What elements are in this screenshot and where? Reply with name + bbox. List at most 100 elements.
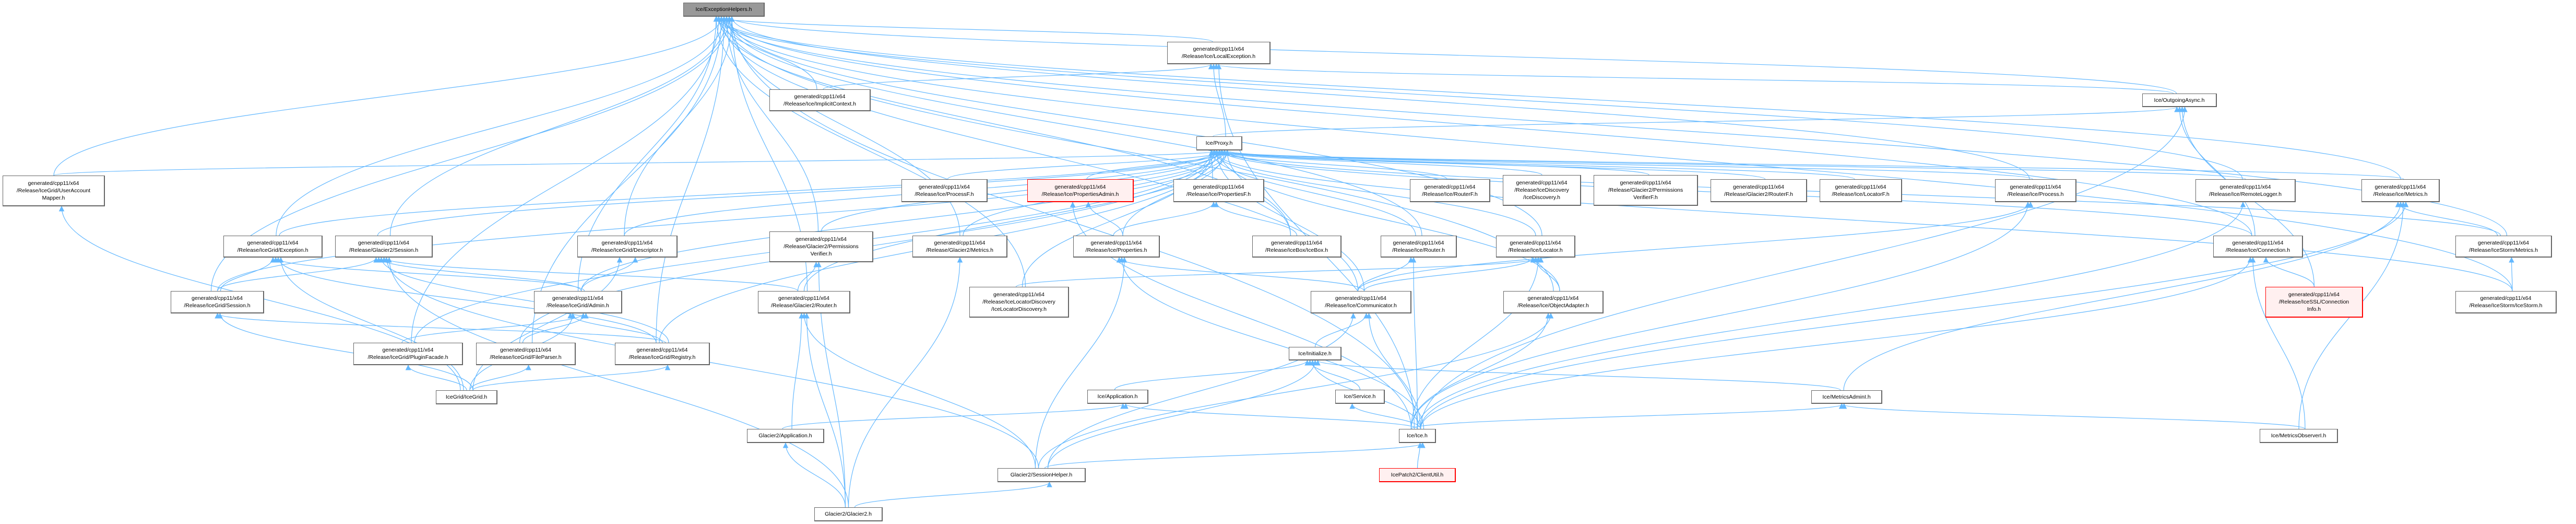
node-ild[interactable]: generated/cpp11/x64 /Release/IceLocatorD… xyxy=(969,287,1069,318)
edge-sessionhelper-to-ice xyxy=(1044,442,1426,469)
node-outasync[interactable]: Ice/OutgoingAsync.h xyxy=(2142,94,2217,107)
edge-router-to-eh xyxy=(723,16,1422,236)
edge-ice-to-remotelogger xyxy=(1417,201,2246,429)
edge-sessionhelper-to-g2router xyxy=(801,312,1036,469)
node-propf[interactable]: generated/cpp11/x64 /Release/Ice/Propert… xyxy=(1173,179,1264,202)
edge-registry-to-igsession xyxy=(215,312,666,343)
edge-glacier2-to-g2router xyxy=(804,312,846,508)
edge-ice-to-service xyxy=(1349,403,1421,429)
node-g2router[interactable]: generated/cpp11/x64 /Release/Glacier2/Ro… xyxy=(758,291,850,313)
edge-metricsadmin-to-initialize xyxy=(1315,359,1841,391)
edge-g2session-to-proxy xyxy=(377,149,1222,236)
node-sessionhelper[interactable]: Glacier2/SessionHelper.h xyxy=(998,468,1086,482)
edge-locator-to-eh xyxy=(726,16,1542,236)
node-objadapter[interactable]: generated/cpp11/x64 /Release/Ice/ObjectA… xyxy=(1503,291,1604,313)
node-g2routerf[interactable]: generated/cpp11/x64 /Release/Glacier2/Ro… xyxy=(1711,179,1807,202)
edge-g2app-to-g2router xyxy=(791,312,804,429)
edge-outasync-to-localexc xyxy=(1214,63,2174,94)
node-communicator[interactable]: generated/cpp11/x64 /Release/Ice/Communi… xyxy=(1311,291,1411,313)
node-locator[interactable]: generated/cpp11/x64 /Release/Ice/Locator… xyxy=(1496,236,1575,258)
edge-icestorm-to-ismetrics xyxy=(2509,257,2514,292)
node-application[interactable]: Ice/Application.h xyxy=(1087,390,1148,404)
edge-g2session-to-eh xyxy=(389,16,730,236)
edge-properties-to-propadmin xyxy=(1085,201,1123,236)
edge-communicator-to-locator xyxy=(1363,257,1536,292)
node-g2app[interactable]: Glacier2/Application.h xyxy=(747,429,824,443)
node-implctx[interactable]: generated/cpp11/x64 /Release/Ice/Implici… xyxy=(769,89,871,111)
node-glacier2[interactable]: Glacier2/Glacier2.h xyxy=(814,507,883,521)
node-sslci[interactable]: generated/cpp11/x64 /Release/IceSSL/Conn… xyxy=(2265,287,2363,318)
edge-outasync-to-eh xyxy=(727,16,2177,94)
edge-uam-to-proxy xyxy=(53,149,1225,176)
node-eh[interactable]: Ice/ExceptionHelpers.h xyxy=(683,3,765,17)
node-metricsadmin[interactable]: Ice/MetricsAdminI.h xyxy=(1811,390,1882,404)
node-admin[interactable]: generated/cpp11/x64 /Release/IceGrid/Adm… xyxy=(534,291,622,313)
edge-icebox-to-propf xyxy=(1213,201,1298,236)
edge-admin-to-g2session xyxy=(376,257,582,292)
edge-icemetrics-to-proxy xyxy=(1212,149,2404,180)
edge-ice-to-properties xyxy=(1119,257,1424,429)
edge-registry-to-igexc xyxy=(275,257,657,343)
node-pv[interactable]: generated/cpp11/x64 /Release/Glacier2/Pe… xyxy=(769,231,873,262)
node-propadmin[interactable]: generated/cpp11/x64 /Release/Ice/Propert… xyxy=(1027,179,1134,202)
node-fileparser[interactable]: generated/cpp11/x64 /Release/IceGrid/Fil… xyxy=(476,343,576,365)
node-metricsobs[interactable]: Ice/MetricsObserverI.h xyxy=(2260,429,2338,443)
node-router[interactable]: generated/cpp11/x64 /Release/Ice/Router.… xyxy=(1381,236,1457,258)
edge-ice-to-application xyxy=(1123,403,1418,429)
edge-ice-to-locator xyxy=(1410,257,1541,429)
edge-igsession-to-g2session xyxy=(217,257,379,292)
edge-sslci-to-connection xyxy=(2263,257,2315,287)
edge-registry-to-g2session xyxy=(378,257,669,343)
node-plugin[interactable]: generated/cpp11/x64 /Release/IceGrid/Plu… xyxy=(353,343,463,365)
node-registry[interactable]: generated/cpp11/x64 /Release/IceGrid/Reg… xyxy=(615,343,710,365)
node-proxy[interactable]: Ice/Proxy.h xyxy=(1196,136,1242,150)
edge-ice-to-icemetrics xyxy=(1420,201,2409,429)
node-ice[interactable]: Ice/Ice.h xyxy=(1399,429,1436,443)
edge-ice-to-metricsadmin xyxy=(1410,403,1847,429)
edge-remotelogger-to-proxy xyxy=(1209,149,2246,180)
node-icemetrics[interactable]: generated/cpp11/x64 /Release/Ice/Metrics… xyxy=(2361,179,2440,202)
node-pvf[interactable]: generated/cpp11/x64 /Release/Glacier2/Pe… xyxy=(1594,175,1698,206)
node-ismetrics[interactable]: generated/cpp11/x64 /Release/IceStorm/Me… xyxy=(2455,236,2552,258)
edge-icegrid-to-igexc xyxy=(278,257,464,391)
edge-sessionhelper-to-objadapter xyxy=(1038,312,1554,469)
node-properties[interactable]: generated/cpp11/x64 /Release/Ice/Propert… xyxy=(1073,236,1160,258)
edge-igexc-to-eh xyxy=(276,16,727,236)
edge-icegrid-to-registry xyxy=(472,364,671,391)
node-icegrid[interactable]: IceGrid/IceGrid.h xyxy=(436,390,497,404)
node-connection[interactable]: generated/cpp11/x64 /Release/Ice/Connect… xyxy=(2213,236,2303,258)
node-service[interactable]: Ice/Service.h xyxy=(1335,390,1385,404)
edge-fileparser-to-admin xyxy=(522,312,589,343)
node-igexc[interactable]: generated/cpp11/x64 /Release/IceGrid/Exc… xyxy=(223,236,323,258)
node-localexc[interactable]: generated/cpp11/x64 /Release/Ice/LocalEx… xyxy=(1167,42,1271,64)
node-process[interactable]: generated/cpp11/x64 /Release/Ice/Process… xyxy=(1995,179,2076,202)
node-icedisc[interactable]: generated/cpp11/x64 /Release/IceDiscover… xyxy=(1503,175,1581,206)
edge-descriptor-to-eh xyxy=(624,16,735,236)
edge-registry-to-eh xyxy=(656,16,727,343)
node-remotelogger[interactable]: generated/cpp11/x64 /Release/Ice/RemoteL… xyxy=(2195,179,2296,202)
node-icestorm[interactable]: generated/cpp11/x64 /Release/IceStorm/Ic… xyxy=(2455,291,2557,313)
node-g2metrics[interactable]: generated/cpp11/x64 /Release/Glacier2/Me… xyxy=(912,236,1007,258)
node-igsession[interactable]: generated/cpp11/x64 /Release/IceGrid/Ses… xyxy=(171,291,264,313)
edge-sessionhelper-to-g2session xyxy=(384,257,1039,469)
node-icebox[interactable]: generated/cpp11/x64 /Release/IceBox/IceB… xyxy=(1252,236,1342,258)
node-g2session[interactable]: generated/cpp11/x64 /Release/Glacier2/Se… xyxy=(335,236,433,258)
node-locatorf[interactable]: generated/cpp11/x64 /Release/Ice/Locator… xyxy=(1820,179,1902,202)
node-uam[interactable]: generated/cpp11/x64 /Release/IceGrid/Use… xyxy=(3,176,105,206)
edge-pv-to-eh xyxy=(723,16,819,232)
edge-objadapter-to-proxy xyxy=(1216,149,1560,292)
node-initialize[interactable]: Ice/Initialize.h xyxy=(1289,347,1342,360)
edge-ild-to-locator xyxy=(1015,257,1544,287)
edge-g2router-to-g2session xyxy=(381,257,799,292)
node-descriptor[interactable]: generated/cpp11/x64 /Release/IceGrid/Des… xyxy=(577,236,678,258)
edge-metricsobs-to-metricsadmin xyxy=(1839,403,2306,429)
node-processf[interactable]: generated/cpp11/x64 /Release/Ice/Process… xyxy=(901,179,988,202)
node-routerf[interactable]: generated/cpp11/x64 /Release/Ice/RouterF… xyxy=(1410,179,1490,202)
edge-icegrid-to-descriptor xyxy=(472,257,623,391)
edge-ice-to-connection xyxy=(1420,257,2253,429)
node-clientutil[interactable]: IcePatch2/ClientUtil.h xyxy=(1379,468,1456,482)
edge-connection-to-eh xyxy=(723,16,2252,236)
edge-uam-to-eh xyxy=(53,16,725,176)
edge-glacier2-to-g2metrics xyxy=(848,257,963,508)
